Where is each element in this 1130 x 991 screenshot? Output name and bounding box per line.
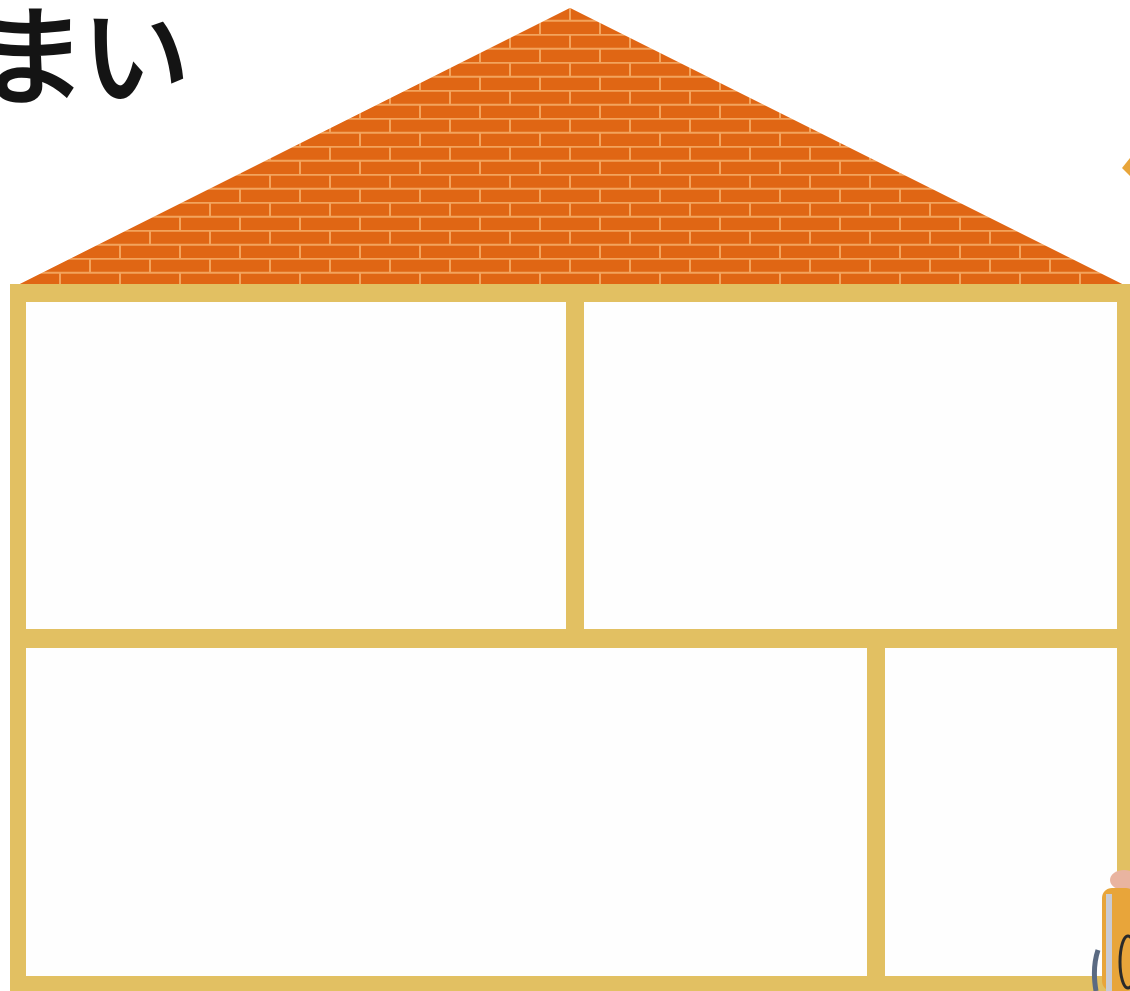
- room-lower-right: [885, 648, 1117, 976]
- page-heading: まい: [0, 6, 186, 114]
- side-decoration: [1122, 158, 1130, 176]
- room-upper-left: [26, 302, 566, 629]
- room-upper-right: [584, 302, 1117, 629]
- room-lower-left: [26, 648, 867, 976]
